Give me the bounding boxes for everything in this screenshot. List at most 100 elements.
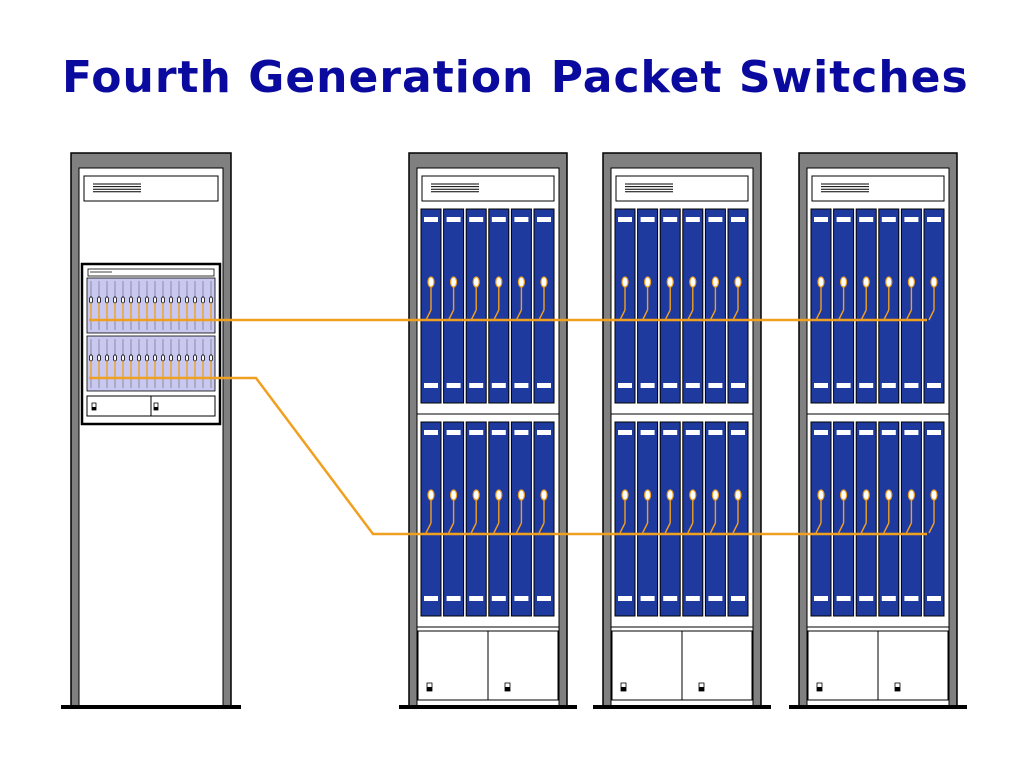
- card-label-bottom: [859, 596, 874, 601]
- cabinet-latch-fill: [621, 687, 626, 691]
- port: [200, 296, 205, 304]
- card-cable-end: [447, 309, 455, 321]
- line-card: [614, 421, 636, 617]
- line-card: [533, 421, 555, 617]
- card-label-top: [424, 430, 438, 435]
- card-label-top: [640, 217, 655, 222]
- card-port: [643, 276, 652, 288]
- card-label-top: [881, 217, 896, 222]
- card-label-top: [424, 217, 438, 222]
- line-card: [900, 421, 922, 617]
- port: [176, 296, 181, 304]
- card-port: [734, 276, 742, 288]
- card-cable-end: [493, 522, 500, 534]
- card-cable-end: [641, 309, 649, 321]
- card-cable-end: [538, 522, 545, 534]
- port: [121, 296, 126, 304]
- card-port: [643, 489, 652, 501]
- port: [113, 296, 118, 304]
- port: [89, 354, 94, 362]
- card-port: [930, 276, 938, 288]
- card-label-top: [469, 217, 484, 222]
- card-label-top: [618, 217, 632, 222]
- port: [136, 296, 141, 304]
- line-card: [637, 208, 659, 404]
- port: [184, 296, 189, 304]
- line-card: [923, 421, 945, 617]
- line-card-rack: [789, 152, 967, 709]
- card-cable-end: [664, 522, 671, 534]
- power-latch-fill: [154, 407, 158, 410]
- card-cable-end: [709, 309, 717, 321]
- line-card: [510, 208, 532, 404]
- line-card: [833, 208, 855, 404]
- line-card: [855, 208, 877, 404]
- card-port: [666, 276, 674, 288]
- line-card: [659, 421, 681, 617]
- card-cable-end: [883, 522, 890, 534]
- port: [97, 296, 102, 304]
- card-port: [517, 489, 526, 501]
- card-label-top: [731, 430, 745, 435]
- line-card: [704, 421, 726, 617]
- card-port: [666, 489, 674, 501]
- card-label-bottom: [446, 383, 461, 388]
- card-port: [907, 276, 916, 288]
- card-port: [540, 489, 548, 501]
- card-label-top: [881, 430, 896, 435]
- card-label-bottom: [904, 383, 919, 388]
- card-label-bottom: [731, 596, 745, 601]
- line-card: [923, 208, 945, 404]
- card-label-bottom: [618, 383, 632, 388]
- card-label-bottom: [685, 596, 700, 601]
- card-label-top: [708, 430, 723, 435]
- card-label-top: [814, 217, 828, 222]
- card-port: [450, 489, 458, 501]
- port: [152, 354, 157, 362]
- line-card: [727, 208, 749, 404]
- card-label-bottom: [836, 596, 851, 601]
- card-port: [427, 489, 435, 501]
- card-cable-end: [515, 522, 523, 534]
- port: [176, 354, 181, 362]
- card-label-bottom: [514, 383, 529, 388]
- card-port: [839, 489, 848, 501]
- card-label-top: [537, 217, 551, 222]
- card-label-bottom: [514, 596, 529, 601]
- card-label-bottom: [927, 596, 941, 601]
- card-label-bottom: [663, 383, 678, 388]
- line-card: [810, 421, 832, 617]
- line-card-rack: [593, 152, 771, 709]
- card-label-bottom: [881, 596, 896, 601]
- card-label-top: [618, 430, 632, 435]
- card-cable-end: [837, 522, 845, 534]
- card-cable-end: [860, 309, 867, 321]
- card-cable-end: [687, 309, 694, 321]
- card-cable-end: [447, 522, 455, 534]
- card-label-bottom: [904, 596, 919, 601]
- card-port: [711, 489, 720, 501]
- card-label-bottom: [491, 596, 506, 601]
- line-card: [659, 208, 681, 404]
- card-cable-end: [515, 309, 523, 321]
- port: [192, 354, 197, 362]
- port: [168, 296, 173, 304]
- card-cable-end: [538, 309, 545, 321]
- vent-panel: [83, 175, 219, 202]
- card-port: [839, 276, 848, 288]
- chassis-label-strip: [87, 268, 215, 277]
- card-cable-end: [470, 309, 477, 321]
- line-card: [878, 208, 900, 404]
- line-card: [488, 208, 510, 404]
- card-cable-end: [837, 309, 845, 321]
- card-port: [862, 489, 870, 501]
- card-cable-end: [641, 522, 649, 534]
- card-cable-end: [732, 309, 739, 321]
- card-cable-end: [709, 522, 717, 534]
- port-panel: [86, 277, 216, 334]
- card-label-bottom: [446, 596, 461, 601]
- card-label-top: [814, 430, 828, 435]
- card-port: [689, 489, 697, 501]
- card-label-bottom: [814, 383, 828, 388]
- port: [105, 354, 110, 362]
